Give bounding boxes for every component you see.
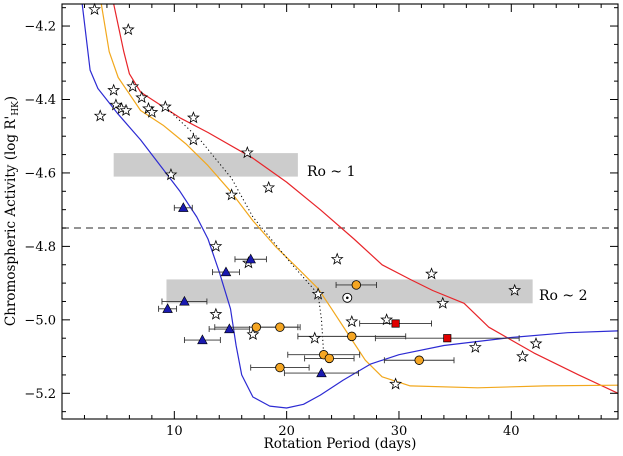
band-2 — [166, 279, 533, 304]
star-point — [262, 180, 276, 194]
circle-point — [324, 353, 335, 364]
triangle-point — [224, 323, 235, 334]
circle-point — [414, 355, 424, 365]
star-point — [516, 349, 529, 363]
star-point — [308, 331, 322, 344]
sun-symbol-center — [346, 296, 349, 300]
star-point — [246, 327, 260, 340]
star-point — [529, 336, 543, 350]
star-point — [225, 188, 239, 201]
star-point — [508, 283, 522, 296]
dotted-link-1 — [164, 106, 325, 355]
star-point — [187, 133, 200, 146]
band-1 — [113, 153, 298, 177]
x-tick-label: 30 — [391, 424, 408, 439]
star-point — [436, 296, 450, 309]
star-point — [345, 314, 359, 328]
triangle-point — [220, 266, 232, 277]
star-point — [107, 83, 121, 96]
circle-point — [275, 362, 285, 373]
dotted-links-layer — [164, 106, 325, 355]
star-point — [330, 252, 344, 265]
y-tick-label: −4.4 — [24, 93, 56, 108]
y-axis-title-sub: HK — [11, 101, 21, 116]
star-point — [468, 340, 482, 353]
square-point — [443, 334, 452, 343]
star-point — [93, 109, 107, 122]
band-label-ro2: Ro ~ 2 — [539, 288, 588, 304]
model-curve-1 — [113, 4, 618, 394]
circle-point — [275, 322, 285, 332]
y-tick-label: −5.2 — [24, 387, 56, 402]
model-curve-2 — [100, 4, 618, 389]
circle-point — [351, 280, 361, 290]
star-point — [121, 22, 135, 36]
triangle-point — [162, 303, 173, 313]
star-point — [126, 79, 140, 93]
star-point — [240, 145, 254, 159]
triangle-point — [178, 202, 189, 212]
triangle-point — [179, 295, 190, 306]
star-point — [311, 287, 325, 300]
points-layer — [88, 2, 543, 390]
triangle-point — [316, 367, 327, 378]
star-point — [119, 103, 133, 116]
x-tick-label: 10 — [166, 424, 183, 439]
star-point — [209, 307, 223, 320]
star-point — [158, 100, 172, 113]
y-axis-title: Chromospheric Activity (log R'HK) — [3, 96, 21, 326]
x-tick-label: 20 — [278, 424, 295, 439]
star-point — [135, 90, 149, 104]
bands-layer — [113, 153, 533, 304]
ticks-layer: 10 20 30 40 −4.2 −4.4 −4.6 −4.8 −5.0 −5.2 — [24, 4, 618, 439]
y-tick-label: −4.2 — [24, 20, 56, 35]
circle-point — [251, 322, 262, 332]
star-point — [425, 267, 438, 280]
star-point — [187, 111, 200, 124]
y-tick-label: −4.6 — [24, 166, 56, 181]
square-point — [391, 319, 400, 328]
y-tick-label: −4.8 — [24, 240, 56, 255]
star-point — [164, 168, 178, 181]
triangle-point — [197, 334, 208, 345]
y-axis-title-close: ) — [3, 96, 19, 101]
plot-frame — [61, 3, 619, 420]
star-point — [209, 239, 223, 252]
model-curve-3 — [81, 4, 618, 409]
y-tick-label: −5.0 — [24, 313, 56, 328]
triangle-point — [245, 253, 256, 264]
x-tick-label: 40 — [503, 424, 520, 439]
y-axis-title-main: Chromospheric Activity (log R' — [3, 116, 19, 326]
star-point — [389, 377, 403, 390]
band-label-ro1: Ro ~ 1 — [307, 164, 356, 180]
x-axis-title: Rotation Period (days) — [264, 436, 417, 452]
circle-point — [347, 331, 357, 342]
star-point — [145, 105, 159, 118]
star-point — [380, 313, 394, 326]
star-point — [88, 2, 101, 15]
star-point — [109, 98, 123, 111]
